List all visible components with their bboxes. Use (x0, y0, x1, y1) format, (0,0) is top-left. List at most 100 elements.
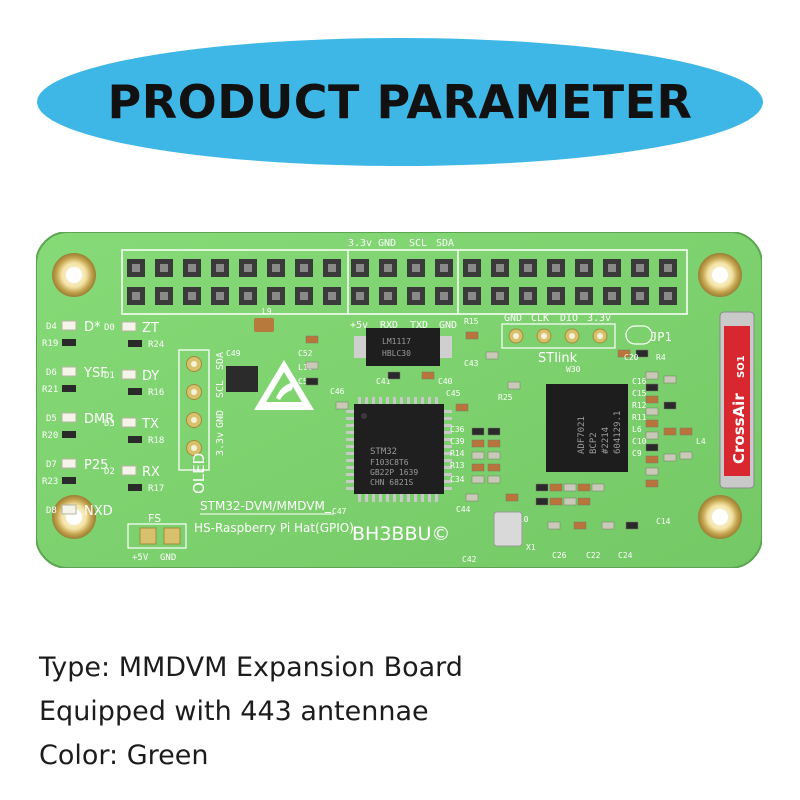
gpio-pin-tip (496, 264, 504, 272)
component-designator: C15 (632, 389, 647, 398)
component-designator: C34 (450, 475, 465, 484)
power-pin-5v: +5V (132, 553, 149, 563)
mcu-pin (346, 438, 354, 441)
stm32-mcu-chip (354, 404, 444, 494)
mcu-pin (407, 397, 410, 405)
gpio-pin-tip (272, 292, 280, 300)
mcu-pin (414, 397, 417, 405)
component-designator: C42 (462, 555, 477, 564)
gpio-pin-tip (580, 292, 588, 300)
status-led (121, 417, 137, 428)
mcu-pin (414, 494, 417, 502)
smd-component (305, 377, 319, 386)
svg-text:R15: R15 (464, 317, 479, 326)
svg-text:C41: C41 (376, 377, 391, 386)
led-label: NXD (84, 504, 113, 519)
spec-antenna: Equipped with 443 antennae (39, 696, 429, 727)
header-label-sda: SDA (436, 238, 454, 249)
smd-component (547, 521, 561, 530)
header-label-gnd2: GND (439, 320, 457, 331)
svg-text:L10: L10 (298, 363, 313, 372)
stlink-pins (508, 328, 608, 344)
rf-marking-3: #2214 (601, 427, 611, 454)
oled-label: OLED (190, 453, 208, 494)
spec-color: Color: Green (39, 740, 209, 771)
smd-component (679, 451, 693, 460)
resistor-ref: R19 (42, 339, 58, 349)
status-led (121, 321, 137, 332)
led-ref: D1 (104, 371, 115, 381)
smd-component (645, 371, 659, 380)
mcu-pin (346, 459, 354, 462)
oled-pin-3v3: 3.3v (215, 432, 226, 456)
fs-label: FS (148, 512, 161, 525)
status-led (61, 504, 77, 515)
mcu-marking-1: STM32 (370, 447, 397, 457)
status-led (61, 412, 77, 423)
smd-component (455, 403, 469, 412)
oled-pin-scl: SCL (215, 380, 226, 398)
mcu-marking-3: GB22P 1639 (370, 468, 418, 477)
gpio-pin-tip (160, 292, 168, 300)
smd-component (563, 483, 577, 492)
mcu-pin (444, 473, 452, 476)
smd-component (645, 455, 659, 464)
header-label-txd: TXD (410, 320, 428, 331)
smd-component (635, 349, 649, 358)
header-label-scl: SCL (409, 238, 427, 249)
resistor-ref: R21 (42, 385, 58, 395)
gpio-pin-tip (272, 264, 280, 272)
led-ref: D2 (104, 467, 115, 477)
header-label-5v: +5v (350, 320, 368, 331)
banner-title: PRODUCT PARAMETER (107, 75, 693, 129)
component-designator: L6 (632, 425, 642, 434)
gpio-header-pins (127, 259, 677, 305)
component-designator: C39 (450, 437, 465, 446)
resistor-ref: R17 (148, 484, 164, 494)
gpio-pin-tip (412, 264, 420, 272)
mcu-pin (444, 417, 452, 420)
component-designator: C16 (632, 377, 647, 386)
gpio-pin-tip (216, 264, 224, 272)
gpio-pin-tip (384, 292, 392, 300)
gpio-pin-tip (496, 292, 504, 300)
rf-marking-4: 604129.1 (613, 411, 623, 454)
mcu-pin (386, 494, 389, 502)
oled-pins (186, 356, 202, 456)
gpio-pin-tip (664, 264, 672, 272)
esd-warning-icon (254, 360, 314, 410)
component-designator: C36 (450, 425, 465, 434)
gpio-pin-tip (636, 292, 644, 300)
gpio-pin-tip (300, 264, 308, 272)
voltage-regulator-chip (366, 328, 440, 366)
smd-component (645, 395, 659, 404)
led-label: DMR (84, 412, 114, 427)
mcu-pin (346, 417, 354, 420)
mcu-pin (346, 410, 354, 413)
rf-marking-1: ADF7021 (577, 416, 587, 454)
rf-marking-2: BCP2 (589, 432, 599, 454)
led-label: D* (84, 320, 101, 335)
mcu-pin (386, 397, 389, 405)
smd-component (645, 467, 659, 476)
component-designator: C44 (456, 505, 471, 514)
resistor (128, 388, 142, 395)
gpio-pin-tip (160, 264, 168, 272)
gpio-pin-tip (328, 264, 336, 272)
smd-component (591, 483, 605, 492)
smd-component (573, 521, 587, 530)
led-ref: D6 (46, 368, 57, 378)
mcu-pin (393, 494, 396, 502)
smd-component (549, 497, 563, 506)
component-designator: L4 (696, 437, 706, 446)
gpio-pin-tip (328, 292, 336, 300)
spec-type: Type: MMDVM Expansion Board (39, 652, 463, 683)
smd-component (487, 451, 501, 460)
component-designator: C26 (552, 551, 567, 560)
header-label-gnd: GND (378, 238, 396, 249)
smd-component (617, 349, 631, 358)
status-led (61, 458, 77, 469)
maker-callsign: BH3BBU© (352, 523, 450, 545)
gpio-pin-tip (524, 292, 532, 300)
